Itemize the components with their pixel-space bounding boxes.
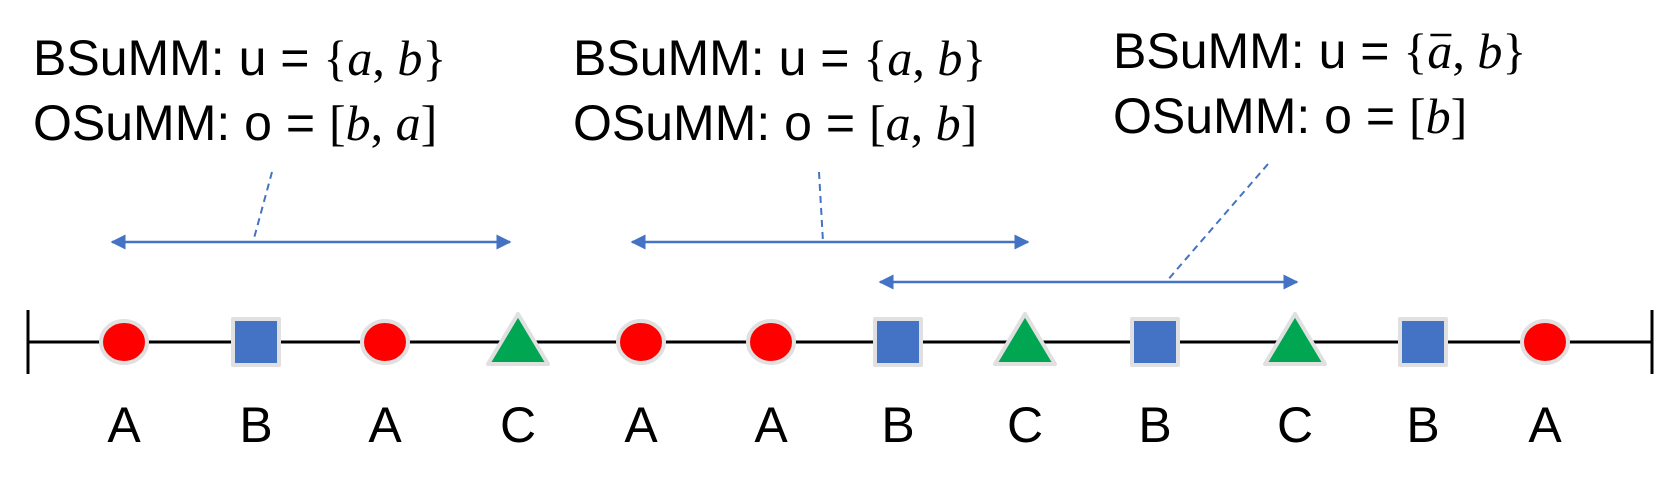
event-marker-square	[1130, 317, 1180, 367]
bsumm-label-3: BSuMM: u = {a, b}	[1113, 23, 1526, 79]
osumm-label-2: OSuMM: o = [a, b]	[573, 95, 977, 151]
bsumm-label-2: BSuMM: u = {a, b}	[573, 30, 986, 86]
window-arrows	[110, 234, 1299, 290]
event-label: A	[624, 397, 658, 453]
leader-lines	[252, 163, 1269, 283]
bsumm-label-1: BSuMM: u = {a, b}	[33, 30, 446, 86]
event-marker-triangle	[486, 312, 550, 366]
event-label: C	[1007, 397, 1043, 453]
event-label: C	[1277, 397, 1313, 453]
event-marker-circle	[1520, 319, 1570, 365]
event-label: A	[107, 397, 141, 453]
window-annotation-2: BSuMM: u = {a, b} OSuMM: o = [a, b]	[573, 30, 986, 151]
event-label: B	[1138, 397, 1171, 453]
event-label: B	[1406, 397, 1439, 453]
event-marker-triangle	[993, 312, 1057, 366]
leader-line-3	[1165, 163, 1269, 283]
bsumm-3-v1: a	[1427, 23, 1452, 79]
event-label: B	[881, 397, 914, 453]
event-marker-square	[873, 317, 923, 367]
bsumm-1-v1: a	[347, 30, 372, 86]
event-marker-circle	[746, 319, 796, 365]
leader-line-2	[818, 171, 824, 243]
event-label: A	[368, 397, 402, 453]
timeline	[26, 310, 1654, 374]
event-label: A	[1528, 397, 1562, 453]
event-marker-square	[1398, 317, 1448, 367]
window-annotation-1: BSuMM: u = {a, b} OSuMM: o = [b, a]	[33, 30, 446, 151]
event-label: C	[500, 397, 536, 453]
event-marker-triangle	[1263, 312, 1327, 366]
event-marker-circle	[360, 319, 410, 365]
osumm-label-1: OSuMM: o = [b, a]	[33, 95, 437, 151]
event-label: A	[754, 397, 788, 453]
event-label: B	[239, 397, 272, 453]
bsumm-2-v1: a	[887, 30, 912, 86]
window-annotation-3: BSuMM: u = {a, b} OSuMM: o = [b]	[1113, 23, 1526, 144]
event-marker-square	[231, 317, 281, 367]
leader-line-1	[252, 171, 273, 243]
event-marker-circle	[99, 319, 149, 365]
event-marker-circle	[616, 319, 666, 365]
osumm-label-3: OSuMM: o = [b]	[1113, 88, 1467, 144]
